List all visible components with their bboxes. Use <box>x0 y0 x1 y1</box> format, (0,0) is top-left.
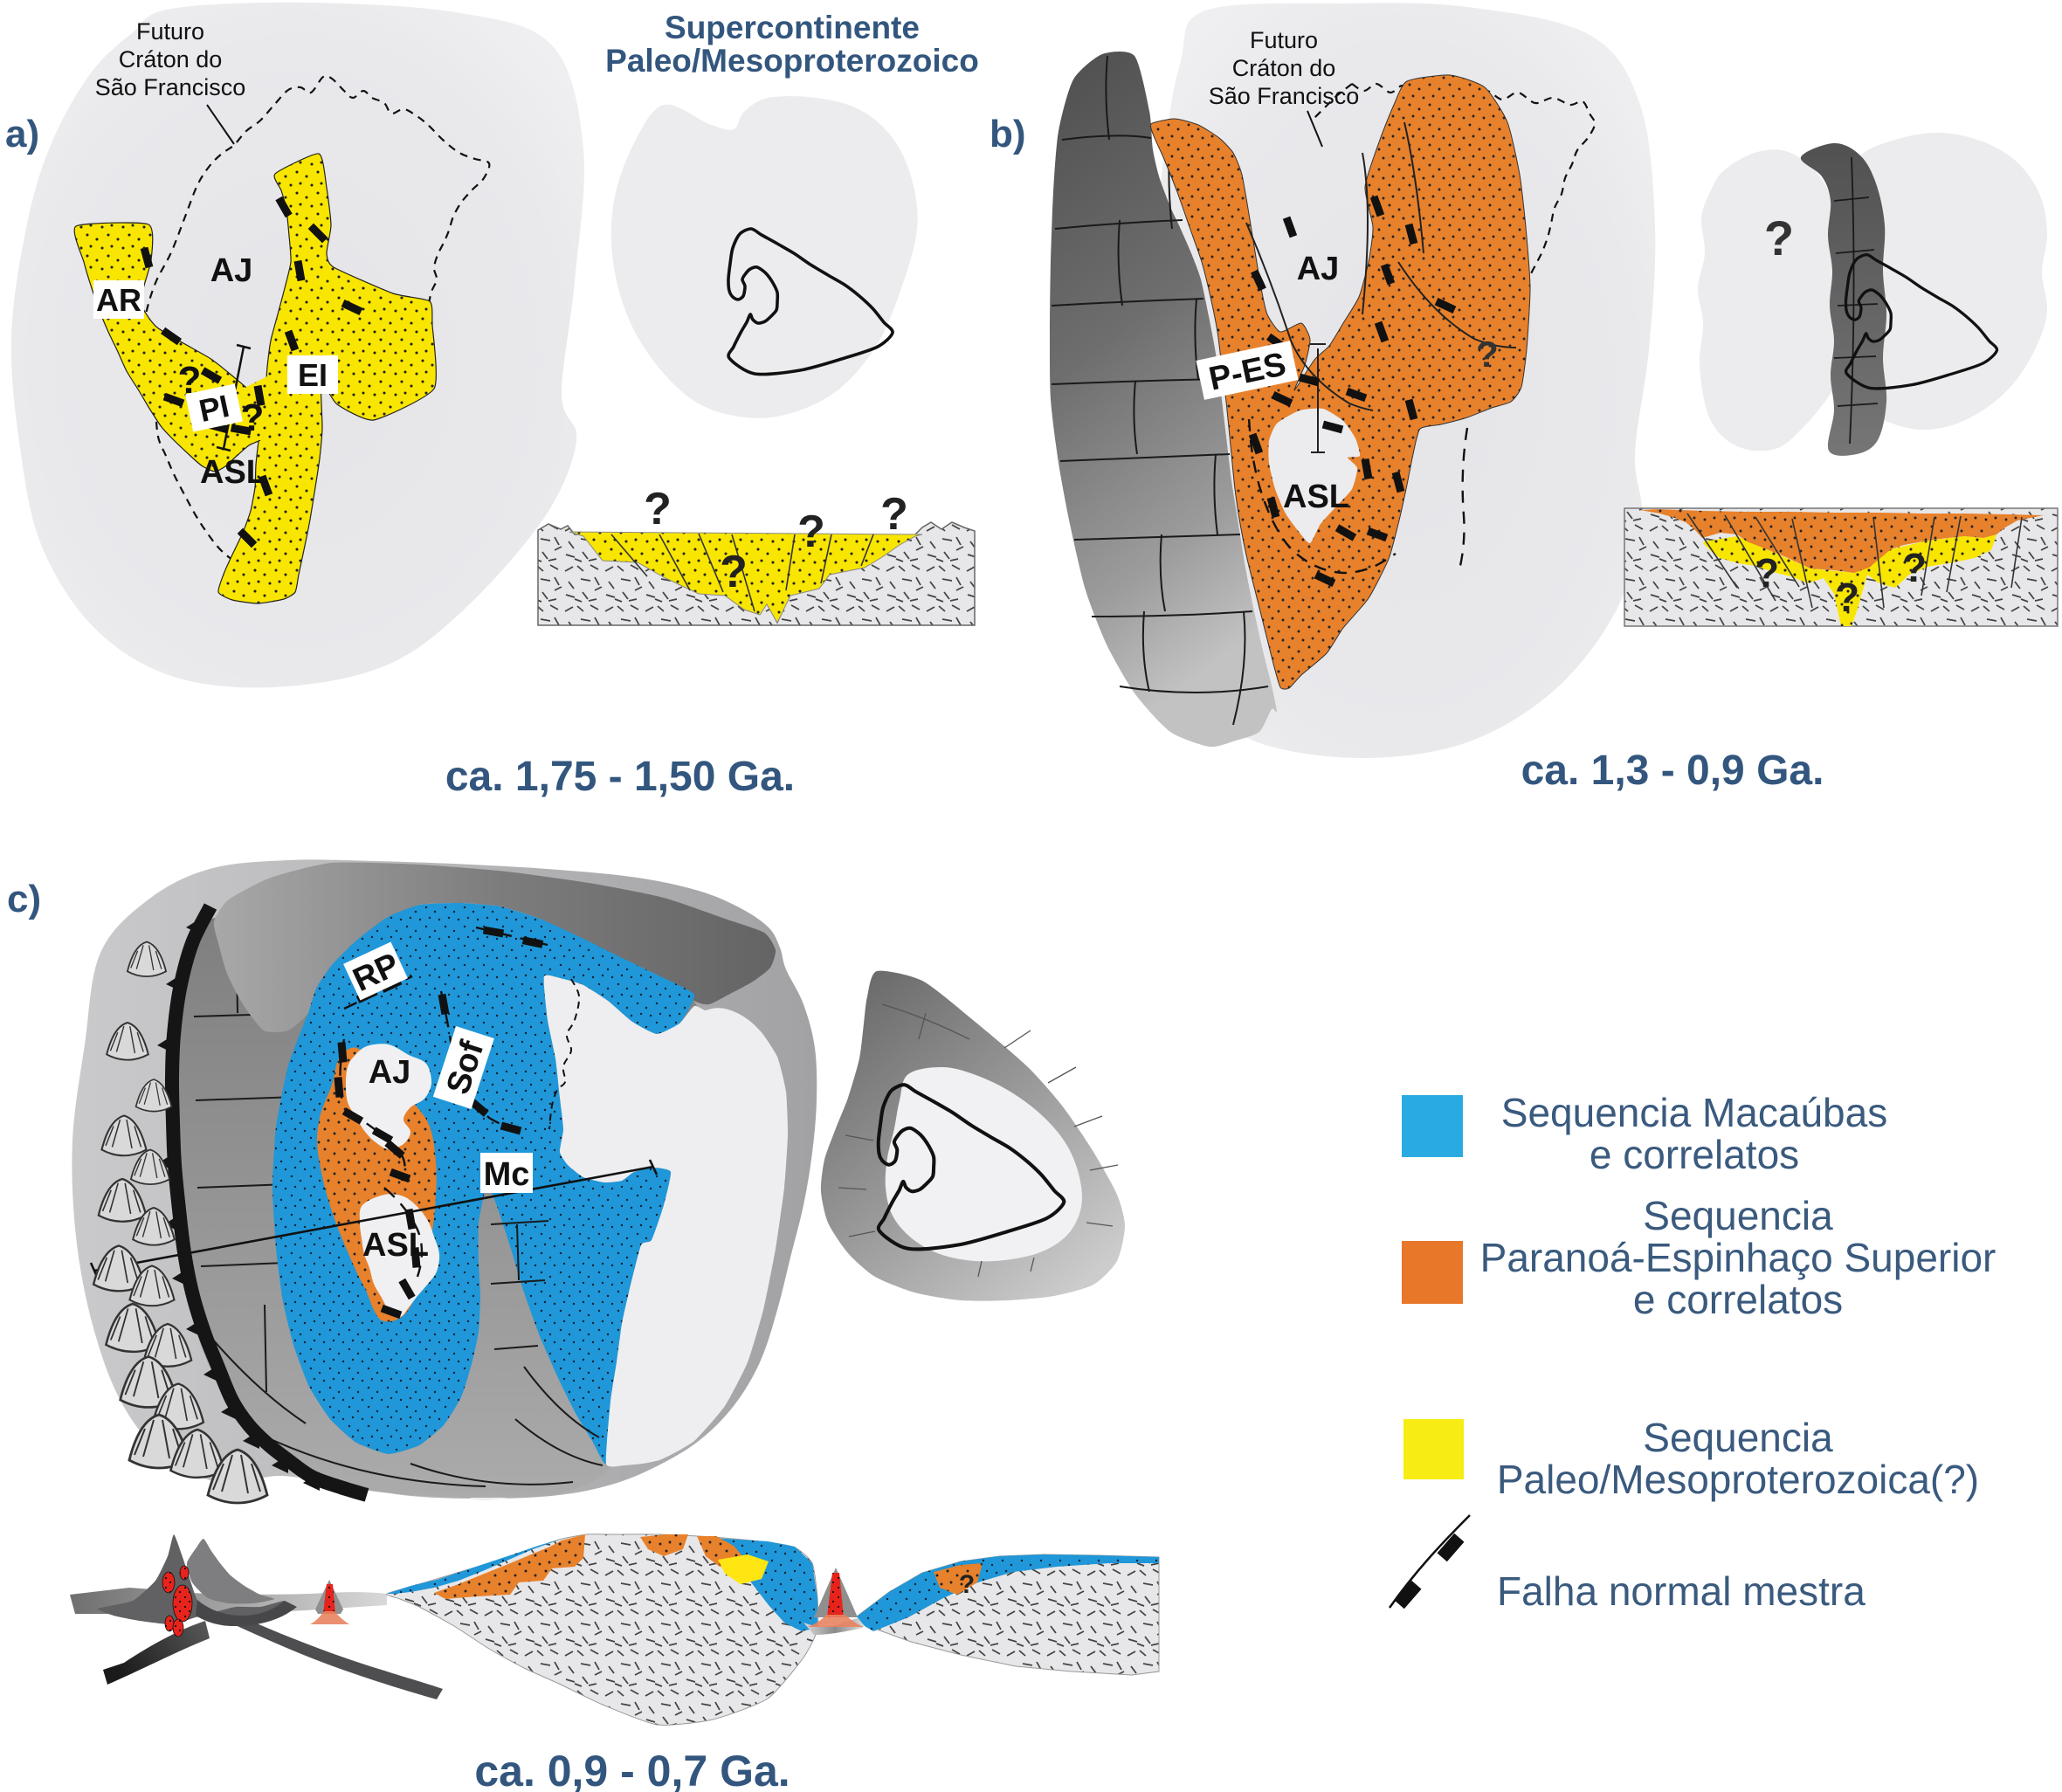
svg-text:Paleo/Mesoproterozoico: Paleo/Mesoproterozoico <box>605 43 979 79</box>
svg-text:ASL: ASL <box>362 1227 429 1264</box>
svg-text:b): b) <box>990 113 1026 155</box>
svg-text:AR: AR <box>96 282 141 318</box>
svg-text:ca. 0,9 - 0,7 Ga.: ca. 0,9 - 0,7 Ga. <box>474 1747 790 1792</box>
svg-text:Paranoá-Espinhaço Superior: Paranoá-Espinhaço Superior <box>1480 1235 1996 1280</box>
svg-text:AJ: AJ <box>210 252 253 289</box>
svg-text:?: ? <box>644 484 672 534</box>
svg-text:c): c) <box>7 878 41 920</box>
svg-text:?: ? <box>1902 545 1927 590</box>
svg-text:São Francisco: São Francisco <box>1209 83 1360 109</box>
svg-text:a): a) <box>5 113 39 155</box>
svg-text:Paleo/Mesoproterozoica(?): Paleo/Mesoproterozoica(?) <box>1497 1457 1979 1502</box>
svg-text:e correlatos: e correlatos <box>1590 1132 1799 1177</box>
svg-text:?: ? <box>1835 575 1859 620</box>
svg-text:Supercontinente: Supercontinente <box>665 10 920 45</box>
svg-text:?: ? <box>797 507 825 557</box>
svg-text:Cráton do: Cráton do <box>1232 55 1336 81</box>
svg-text:Futuro: Futuro <box>136 18 204 45</box>
svg-text:?: ? <box>241 396 265 439</box>
svg-text:Falha normal mestra: Falha normal mestra <box>1497 1568 1865 1614</box>
svg-text:Mc: Mc <box>484 1156 530 1193</box>
svg-text:?: ? <box>959 1570 975 1599</box>
svg-text:AJ: AJ <box>1297 251 1340 287</box>
svg-text:São Francisco: São Francisco <box>95 74 246 100</box>
svg-text:e correlatos: e correlatos <box>1633 1277 1843 1322</box>
svg-text:?: ? <box>720 547 748 597</box>
svg-text:ASL: ASL <box>1283 479 1349 515</box>
svg-text:ASL: ASL <box>200 454 266 491</box>
svg-text:?: ? <box>1755 550 1779 596</box>
svg-text:Futuro: Futuro <box>1250 27 1318 53</box>
svg-text:EI: EI <box>298 357 328 393</box>
svg-text:Cráton do: Cráton do <box>119 46 223 72</box>
svg-text:PI: PI <box>196 388 232 429</box>
svg-text:ca. 1,3 - 0,9 Ga.: ca. 1,3 - 0,9 Ga. <box>1521 748 1824 794</box>
svg-text:?: ? <box>1476 334 1499 375</box>
svg-text:ca. 1,75 - 1,50 Ga.: ca. 1,75 - 1,50 Ga. <box>445 754 795 800</box>
svg-text:?: ? <box>178 359 202 402</box>
svg-text:Sequencia Macaúbas: Sequencia Macaúbas <box>1501 1090 1887 1135</box>
svg-text:AJ: AJ <box>369 1054 411 1091</box>
svg-text:?: ? <box>880 489 908 540</box>
svg-text:?: ? <box>1764 210 1794 265</box>
svg-text:Sequencia: Sequencia <box>1643 1193 1833 1238</box>
svg-text:Sequencia: Sequencia <box>1643 1415 1833 1460</box>
